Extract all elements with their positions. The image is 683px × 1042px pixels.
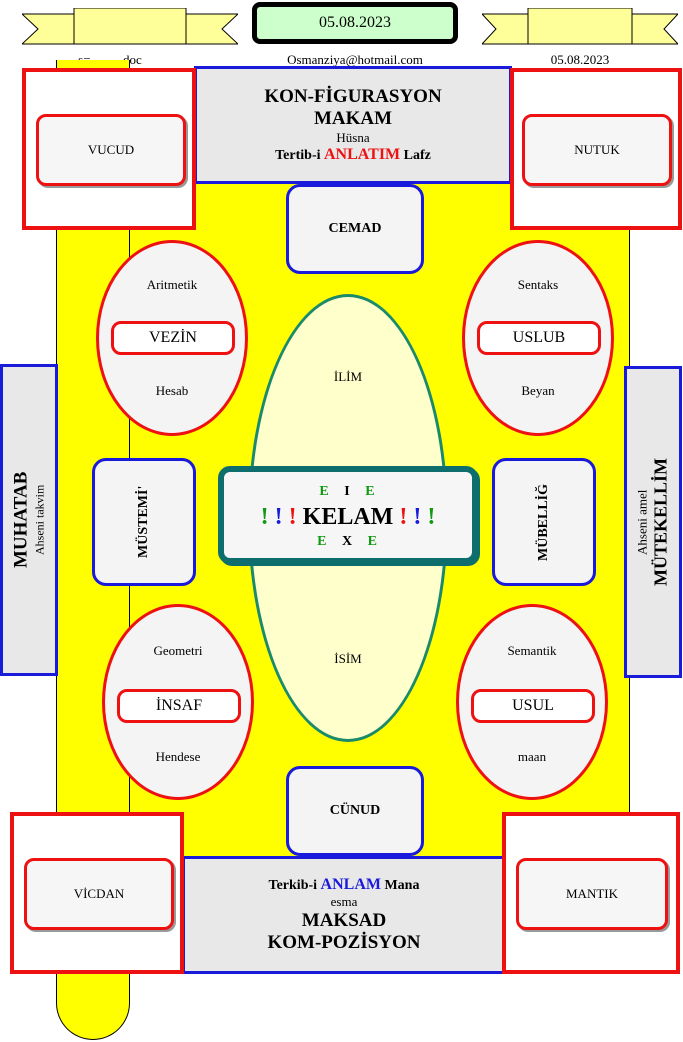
kelam-word: KELAM [302, 504, 394, 530]
kelam-box: E I E ! ! ! KELAM ! ! ! E X E [218, 466, 478, 564]
ribbon-left [22, 8, 238, 45]
tertib-post: Lafz [400, 148, 431, 163]
tertib-pre: Tertib-i [275, 148, 324, 163]
kelam-bot-e2: E [367, 534, 379, 549]
oval-top-right: Sentaks USLUB Beyan [462, 240, 614, 436]
kelam-bot-x: X [341, 534, 355, 549]
bang-1: ! [260, 504, 269, 530]
isim-label: İSİM [334, 651, 362, 666]
mubellig-box: MÜBELLİĞ [492, 458, 596, 586]
bottom-panel-terkib: Terkib-i ANLAM Mana [269, 876, 420, 894]
nutuk-pill: NUTUK [522, 114, 672, 186]
kelam-top-row: E I E [224, 484, 472, 500]
oval-tr-bottom: Beyan [521, 383, 555, 398]
mutekellim-title: MÜTEKELLİM [650, 458, 671, 587]
mustemi-label: MÜSTEMİ' [136, 485, 151, 559]
mubellig-label: MÜBELLİĞ [536, 483, 551, 561]
oval-top-left: Aritmetik VEZİN Hesab [96, 240, 248, 436]
top-panel: KON-FİGURASYON MAKAM Hüsna Tertib-i ANLA… [194, 66, 512, 184]
vucud-pill: VUCUD [36, 114, 186, 186]
bang-6: ! [427, 504, 436, 530]
kelam-top-i: I [344, 484, 352, 499]
date-right-label: 05.08.2023 [550, 52, 610, 67]
mutekellim-sub: Ahseni amel [634, 489, 650, 555]
kelam-main-row: ! ! ! KELAM ! ! ! [224, 504, 472, 531]
vezin-pill: VEZİN [111, 321, 235, 355]
muhatab-title: MUHATAB [10, 471, 32, 569]
bottom-panel: Terkib-i ANLAM Mana esma MAKSAD KOM-POZİ… [182, 856, 506, 974]
kelam-top-e1: E [319, 484, 331, 499]
tertib-anlatim: ANLATIM [324, 146, 401, 163]
oval-bottom-left: Geometri İNSAF Hendese [102, 604, 254, 800]
kelam-bottom-row: E X E [224, 534, 472, 550]
date-box: 05.08.2023 [252, 2, 458, 44]
bang-4: ! [399, 504, 408, 530]
oval-bottom-right: Semantik USUL maan [456, 604, 608, 800]
mustemi-box: MÜSTEMİ' [92, 458, 196, 586]
vicdan-pill: VİCDAN [24, 858, 174, 930]
side-left-panel: MUHATAB Ahseni takvim [0, 364, 58, 676]
terkib-anlam: ANLAM [320, 876, 381, 893]
insaf-pill: İNSAF [117, 689, 241, 723]
cunud-box: CÜNUD [286, 766, 424, 856]
oval-bl-bottom: Hendese [155, 749, 201, 764]
oval-br-bottom: maan [517, 749, 547, 764]
top-panel-subtitle: MAKAM [313, 108, 393, 129]
side-left-text: MUHATAB Ahseni takvim [3, 367, 55, 673]
cemad-box: CEMAD [286, 184, 424, 274]
bang-2: ! [274, 504, 283, 530]
mantik-pill: MANTIK [516, 858, 668, 930]
corner-top-right: NUTUK [510, 68, 682, 230]
bang-5: ! [413, 504, 422, 530]
side-right-panel: Ahseni amel MÜTEKELLİM [624, 366, 682, 678]
oval-bl-top: Geometri [153, 643, 203, 658]
corner-top-left: VUCUD [22, 68, 196, 230]
top-panel-tertib: Tertib-i ANLATIM Lafz [275, 146, 431, 164]
usul-pill: USUL [471, 689, 595, 723]
terkib-post: Mana [380, 878, 420, 893]
top-panel-title: KON-FİGURASYON [264, 86, 442, 107]
email-label: Osmanziya@hotmail.com [287, 52, 423, 67]
muhatab-sub: Ahseni takvim [32, 484, 47, 556]
ribbon-right [482, 8, 678, 45]
kelam-bot-e1: E [317, 534, 329, 549]
corner-bottom-left: VİCDAN [10, 812, 184, 974]
oval-tl-bottom: Hesab [155, 383, 189, 398]
bottom-panel-kompozisyon: KOM-POZİSYON [267, 932, 421, 953]
uslub-pill: USLUB [477, 321, 601, 355]
terkib-pre: Terkib-i [268, 878, 321, 893]
bottom-panel-esma: esma [330, 894, 358, 909]
ilim-label: İLİM [333, 369, 363, 384]
kelam-top-e2: E [365, 484, 377, 499]
side-right-text: Ahseni amel MÜTEKELLİM [627, 369, 679, 675]
bang-3: ! [288, 504, 297, 530]
oval-tl-top: Aritmetik [146, 277, 198, 292]
oval-tr-top: Sentaks [517, 277, 559, 292]
corner-bottom-right: MANTIK [502, 812, 680, 974]
bottom-panel-maksad: MAKSAD [301, 910, 387, 931]
top-panel-husna: Hüsna [336, 130, 370, 145]
oval-br-top: Semantik [507, 643, 557, 658]
